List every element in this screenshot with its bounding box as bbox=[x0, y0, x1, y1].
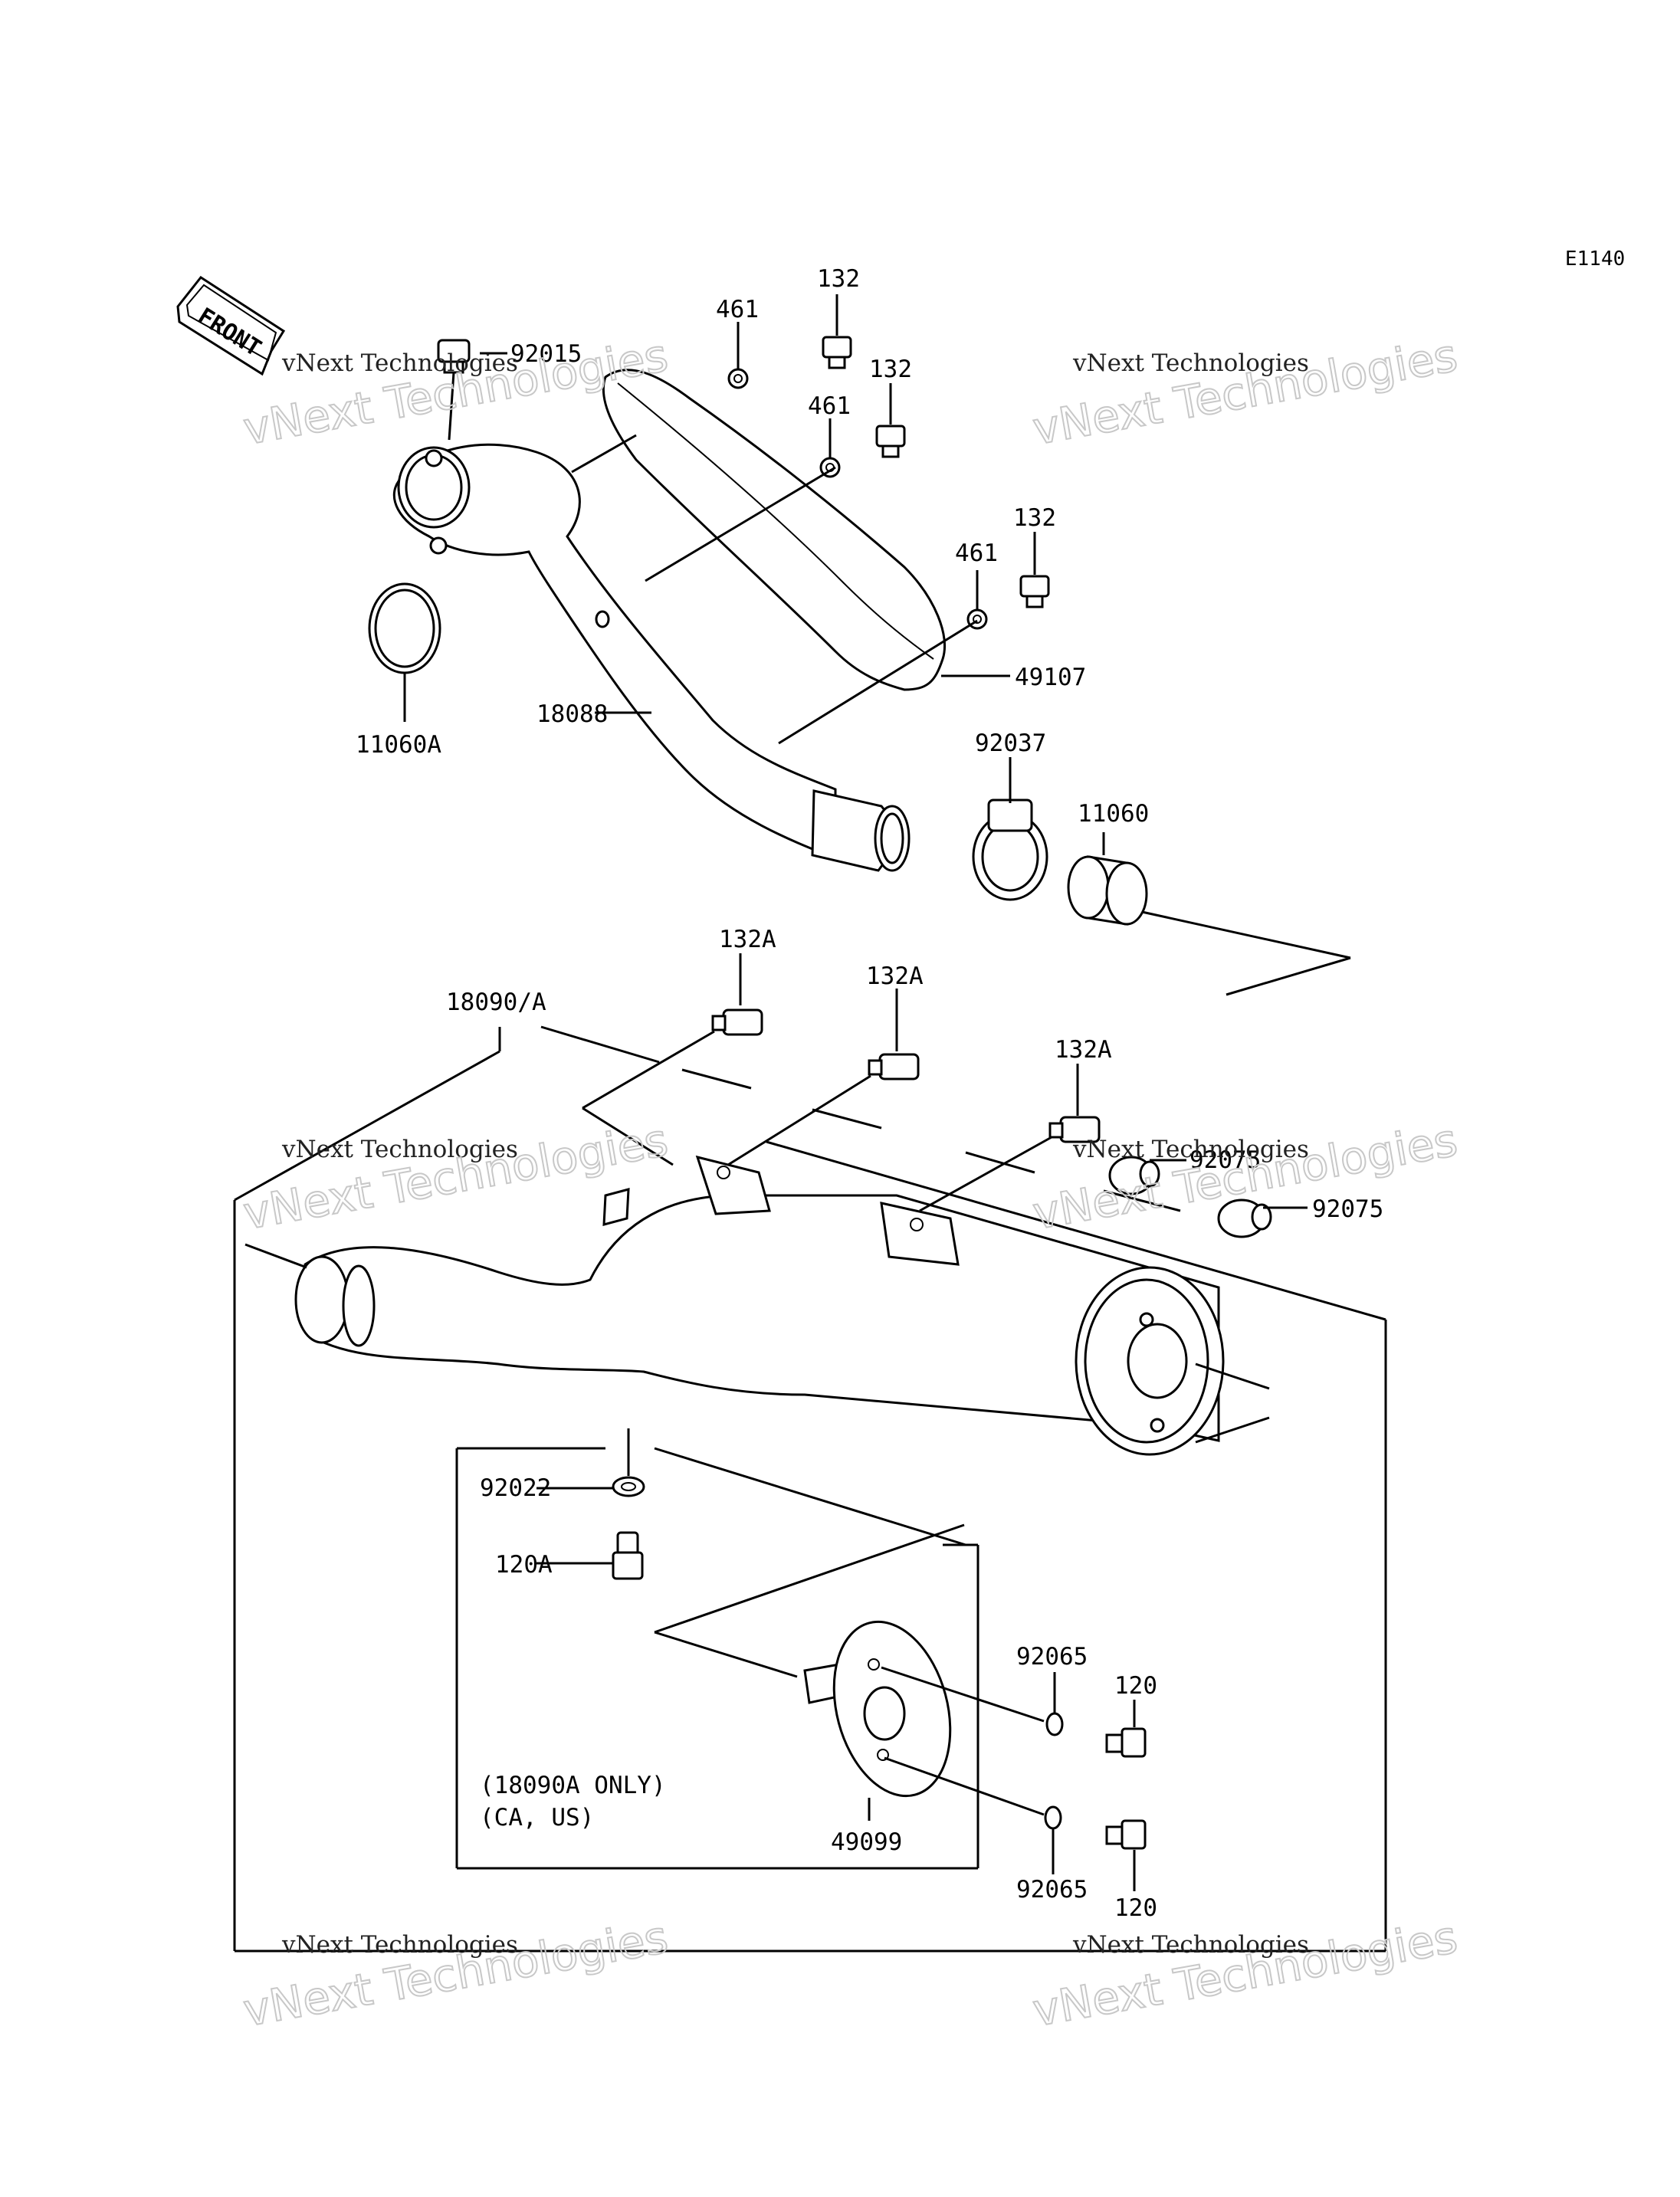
muffler-part bbox=[294, 1155, 1225, 1456]
washer-461-b bbox=[819, 457, 841, 478]
label-92037: 92037 bbox=[975, 730, 1046, 757]
diagram-code: E1140 bbox=[1565, 248, 1625, 271]
part-labels: 92015 461 132 461 132 132 461 49107 1106… bbox=[356, 265, 1383, 1922]
label-132A-b: 132A bbox=[866, 962, 924, 990]
gasket-11060A-part bbox=[368, 582, 441, 674]
label-49107: 49107 bbox=[1015, 664, 1086, 691]
watermark-text: vNext Technologies bbox=[1072, 1136, 1309, 1163]
watermark-text: vNext Technologies bbox=[1072, 1931, 1309, 1959]
watermark-outline: vNext Technologies bbox=[1029, 1910, 1462, 2036]
watermark-text: vNext Technologies bbox=[281, 1931, 518, 1959]
bolt-132A-b bbox=[868, 1053, 920, 1080]
note-line-2: (CA, US) bbox=[480, 1804, 594, 1831]
bolt-132A-a bbox=[711, 1008, 763, 1036]
bolt-132-a bbox=[822, 336, 852, 369]
washer-92065-a bbox=[1045, 1712, 1064, 1736]
bolt-132-c bbox=[1019, 575, 1050, 608]
heat-guard-part bbox=[602, 369, 947, 691]
bolt-132-b bbox=[875, 425, 906, 458]
damper-92075-a bbox=[1108, 1156, 1160, 1195]
label-132-a: 132 bbox=[817, 265, 860, 293]
gasket-11060-part bbox=[1067, 855, 1148, 926]
bolt-120A bbox=[612, 1531, 644, 1580]
note-line-1: (18090A ONLY) bbox=[480, 1772, 666, 1799]
label-132A-c: 132A bbox=[1055, 1036, 1112, 1064]
label-18090A: 18090/A bbox=[446, 989, 546, 1016]
washer-92065-b bbox=[1044, 1805, 1062, 1830]
label-132A-a: 132A bbox=[719, 926, 776, 953]
watermark-bottom-left: vNext Technologies vNext Technologies bbox=[239, 1910, 673, 2037]
label-120-a: 120 bbox=[1114, 1672, 1157, 1700]
label-11060: 11060 bbox=[1078, 800, 1149, 828]
label-461-c: 461 bbox=[955, 539, 998, 567]
screw-120-b bbox=[1105, 1819, 1147, 1850]
label-92075-b: 92075 bbox=[1312, 1195, 1383, 1223]
spark-arrester-part bbox=[803, 1620, 952, 1798]
label-120-b: 120 bbox=[1114, 1894, 1157, 1922]
watermark-text: vNext Technologies bbox=[1072, 349, 1309, 377]
watermark-bottom-right: vNext Technologies vNext Technologies bbox=[1029, 1910, 1462, 2037]
label-132-b: 132 bbox=[869, 356, 912, 383]
watermark-text: vNext Technologies bbox=[281, 1136, 518, 1163]
label-92075-a: 92075 bbox=[1189, 1146, 1261, 1174]
label-92065-a: 92065 bbox=[1016, 1643, 1088, 1671]
label-11060A: 11060A bbox=[356, 731, 441, 759]
label-120A: 120A bbox=[495, 1551, 553, 1579]
front-arrow-icon: FRONT bbox=[176, 275, 286, 376]
watermark-outline: vNext Technologies bbox=[240, 1910, 672, 2036]
label-92015: 92015 bbox=[510, 340, 582, 368]
label-49099: 49099 bbox=[831, 1828, 902, 1856]
bolt-132A-c bbox=[1048, 1116, 1101, 1143]
label-18088: 18088 bbox=[536, 700, 608, 728]
watermark-text: vNext Technologies bbox=[281, 349, 518, 377]
washer-461-a bbox=[727, 368, 749, 389]
label-132-c: 132 bbox=[1013, 504, 1056, 532]
clamp-92037-part bbox=[972, 798, 1048, 901]
washer-92022 bbox=[612, 1476, 645, 1497]
label-461-a: 461 bbox=[716, 296, 759, 323]
watermark-top-right: vNext Technologies vNext Technologies bbox=[1029, 328, 1462, 455]
watermark-outline: vNext Technologies bbox=[1029, 329, 1462, 454]
label-92022: 92022 bbox=[480, 1474, 551, 1502]
header-pipe-part bbox=[392, 443, 911, 872]
damper-92075-b bbox=[1217, 1199, 1272, 1238]
label-461-b: 461 bbox=[808, 392, 851, 420]
label-92065-b: 92065 bbox=[1016, 1876, 1088, 1904]
leader-lines bbox=[233, 294, 1387, 1953]
screw-120-a bbox=[1105, 1727, 1147, 1758]
